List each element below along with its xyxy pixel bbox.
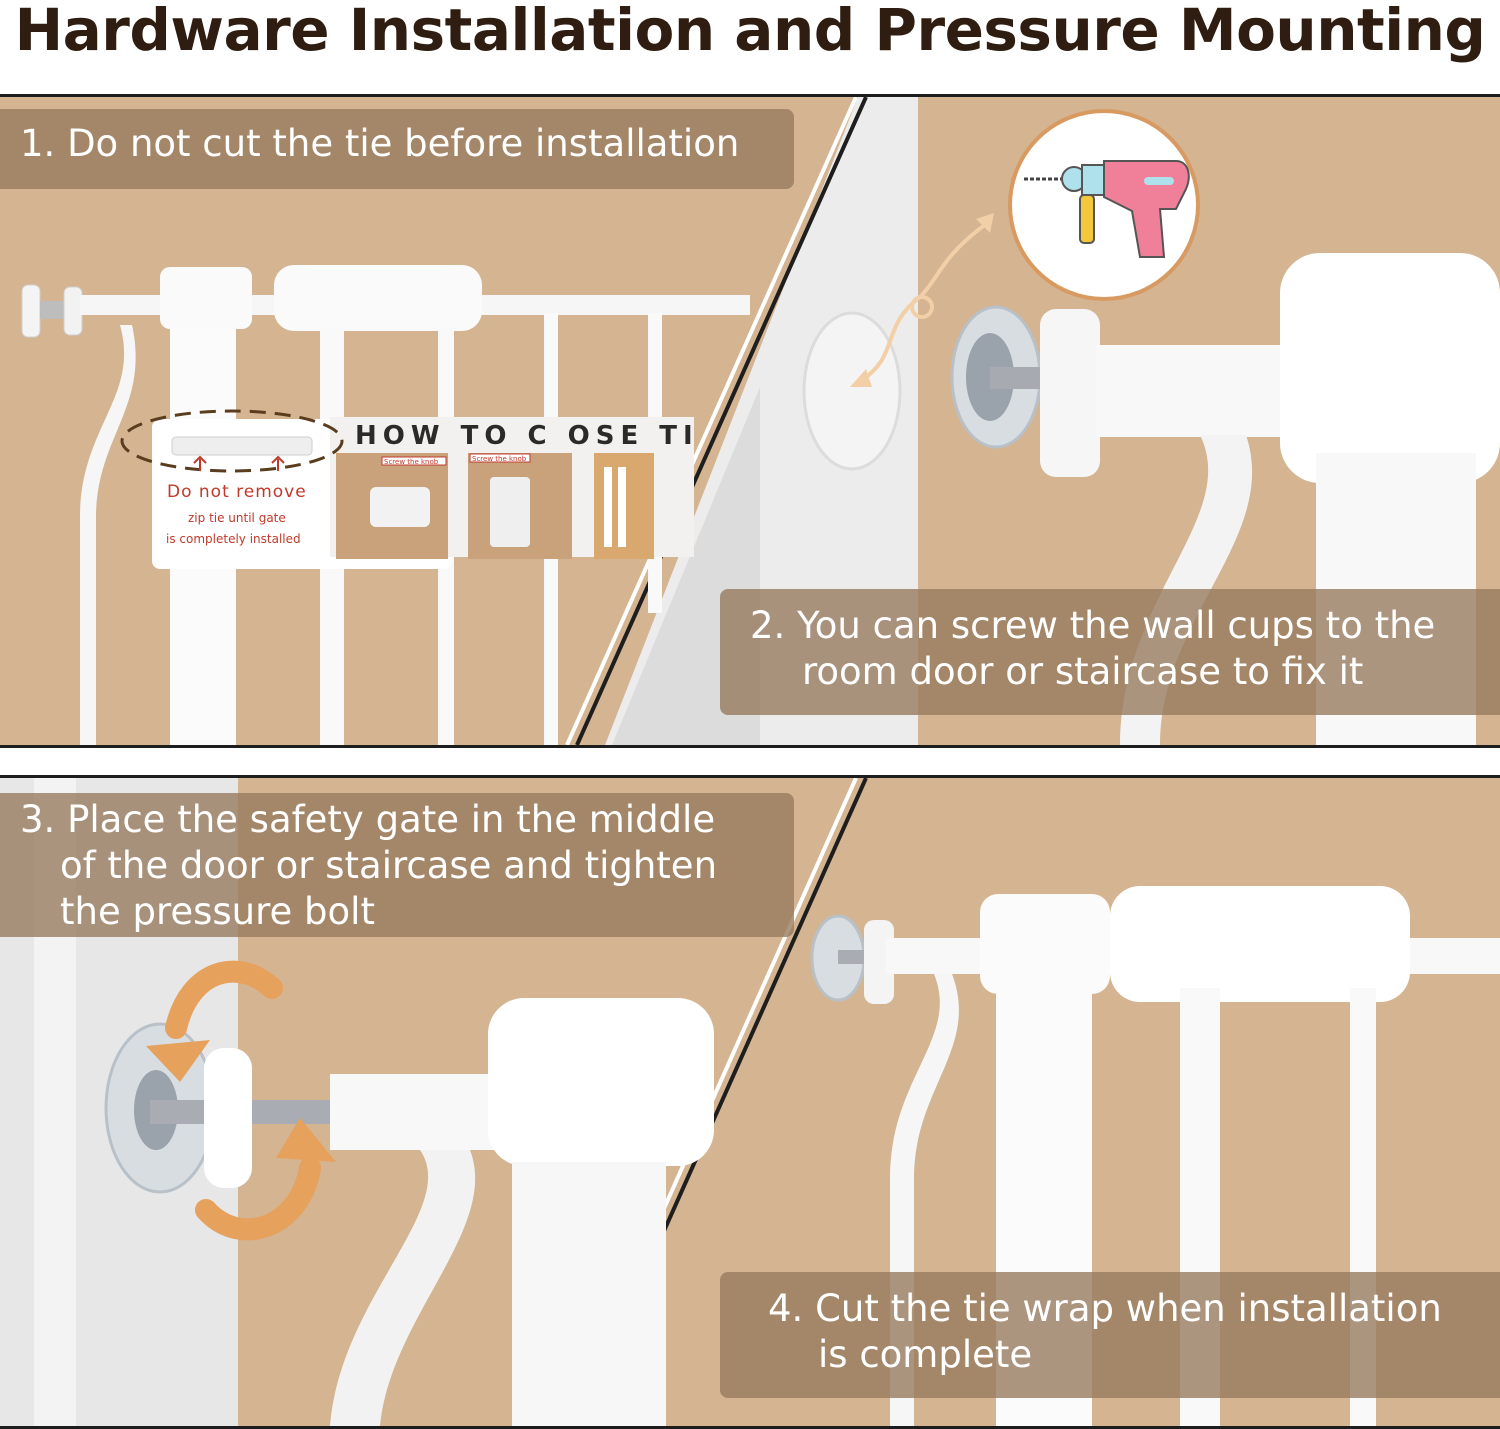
step-3-line-2: of the door or staircase and tighten — [60, 844, 718, 887]
tag-note-2: is completely installed — [166, 532, 301, 546]
tag-mini-label-1: Screw the knob — [384, 458, 439, 466]
step-2-caption: 2. You can screw the wall cups to the ro… — [720, 589, 1500, 715]
pressure-bolt-illustration — [104, 998, 714, 1426]
tag-warning: Do not remove — [167, 482, 307, 502]
tag-mini-label-2: Screw the knob — [472, 455, 527, 463]
rotate-arrow-icon — [146, 960, 336, 1241]
step-3-caption: 3. Place the safety gate in the middle o… — [0, 793, 794, 937]
top-panel-illustration: HOW TO C OSE TI Do not remove zip tie un… — [21, 97, 1500, 745]
step-4-line-1: 4. Cut the tie wrap when installation — [768, 1287, 1442, 1330]
installed-gate-illustration — [810, 886, 1500, 1426]
step-1-caption: 1. Do not cut the tie before installatio… — [0, 109, 794, 189]
tag-note-1: zip tie until gate — [188, 511, 286, 525]
bottom-panel-illustration — [0, 778, 1500, 1426]
page-title: Hardware Installation and Pressure Mount… — [14, 0, 1486, 64]
tag-header: HOW TO C OSE TI — [355, 421, 699, 451]
step-4-line-2: is complete — [818, 1333, 1033, 1376]
step-2-line-2: room door or staircase to fix it — [802, 650, 1364, 693]
top-panel: HOW TO C OSE TI Do not remove zip tie un… — [0, 94, 1500, 748]
drill-icon — [1008, 109, 1200, 301]
instruction-tag: HOW TO C OSE TI Do not remove zip tie un… — [120, 409, 699, 569]
step-3-line-3: the pressure bolt — [60, 890, 375, 933]
bottom-panel: 3. Place the safety gate in the middle o… — [0, 775, 1500, 1429]
step-1-line-1: 1. Do not cut the tie before installatio… — [20, 122, 740, 165]
step-4-caption: 4. Cut the tie wrap when installation is… — [720, 1272, 1500, 1398]
step-3-line-1: 3. Place the safety gate in the middle — [20, 798, 716, 841]
step-2-line-1: 2. You can screw the wall cups to the — [750, 604, 1436, 647]
curved-arrow-icon — [850, 213, 994, 387]
